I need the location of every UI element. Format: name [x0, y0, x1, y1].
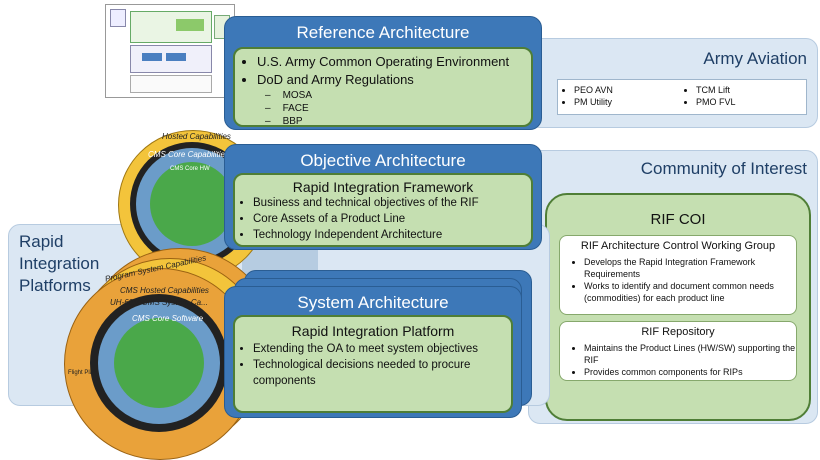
army-aviation-title: Army Aviation — [703, 49, 807, 68]
rif-coi-box: RIF COI RIF Architecture Control Working… — [545, 193, 811, 421]
objective-architecture-list: Business and technical objectives of the… — [235, 195, 531, 243]
rip-title-line: Integration — [19, 254, 100, 273]
system-architecture-item: Technological decisions needed to procur… — [253, 357, 511, 389]
system-architecture-title: System Architecture — [297, 293, 449, 312]
rif-repository-box: RIF Repository Maintains the Product Lin… — [559, 321, 797, 381]
system-architecture-subtitle: Rapid Integration Platform — [291, 323, 455, 339]
rip-title-line: Platforms — [19, 276, 91, 295]
working-group-box: RIF Architecture Control Working Group D… — [559, 235, 797, 315]
reference-architecture-subitem: FACE — [265, 102, 531, 115]
ring-inner — [114, 318, 204, 408]
community-of-interest-title: Community of Interest — [640, 159, 807, 178]
rif-repository-title: RIF Repository — [641, 326, 715, 338]
thumbnail-block — [166, 53, 186, 61]
army-aviation-item: PMO FVL — [696, 96, 806, 108]
system-architecture-list: Extending the OA to meet system objectiv… — [235, 341, 511, 389]
rif-repository-item: Provides common components for RIPs — [584, 366, 804, 378]
rapid-integration-platforms-title: Rapid Integration Platforms — [19, 231, 99, 297]
reference-architecture-subitem: BBP — [265, 115, 531, 128]
objective-architecture-box: Objective Architecture Rapid Integration… — [224, 144, 542, 250]
thumbnail-block — [130, 75, 212, 93]
system-architecture-box: System Architecture Rapid Integration Pl… — [224, 286, 522, 418]
community-of-interest-panel: Community of Interest RIF COI RIF Archit… — [528, 150, 818, 424]
rif-coi-title: RIF COI — [650, 211, 706, 228]
platform-rings: Program System Capabilities CMS Hosted C… — [50, 240, 276, 460]
reference-architecture-sublist: MOSA FACE BBP — [235, 89, 531, 128]
rif-repository-item: Maintains the Product Lines (HW/SW) supp… — [584, 342, 804, 366]
ring-label: Flight Plan — [68, 370, 97, 376]
system-architecture-content: Rapid Integration Platform Extending the… — [233, 315, 513, 413]
working-group-item: Works to identify and document common ne… — [584, 280, 804, 304]
army-aviation-list-box: PEO AVN TCM Lift PM Utility PMO FVL — [557, 79, 807, 115]
objective-architecture-content: Rapid Integration Framework Business and… — [233, 173, 533, 247]
ring-label: CMS Core Capabilities — [148, 150, 229, 159]
objective-architecture-subtitle: Rapid Integration Framework — [292, 179, 474, 195]
objective-architecture-title: Objective Architecture — [300, 151, 466, 170]
reference-diagram-thumbnail — [105, 4, 235, 98]
thumbnail-block — [176, 19, 204, 31]
thumbnail-block — [142, 53, 162, 61]
reference-architecture-box: Reference Architecture U.S. Army Common … — [224, 16, 542, 130]
ring-label: Hosted Capabilities — [162, 132, 231, 141]
army-aviation-item: TCM Lift — [696, 84, 806, 96]
army-aviation-list: PEO AVN TCM Lift PM Utility PMO FVL — [558, 84, 806, 108]
reference-architecture-list: U.S. Army Common Operating Environment D… — [235, 53, 531, 89]
reference-architecture-item: U.S. Army Common Operating Environment — [257, 53, 531, 71]
objective-architecture-item: Technology Independent Architecture — [253, 227, 531, 243]
ring-label: UH-60M CMS System Ca... — [110, 298, 208, 307]
objective-architecture-item: Business and technical objectives of the… — [253, 195, 531, 211]
ring-inner — [150, 162, 234, 246]
army-aviation-item: PEO AVN — [574, 84, 684, 96]
ring-label: CMS Hosted Capabilities — [120, 286, 209, 295]
reference-architecture-content: U.S. Army Common Operating Environment D… — [233, 47, 533, 127]
ring-label: CMS Core HW — [170, 166, 210, 172]
rip-title-line: Rapid — [19, 232, 64, 251]
reference-architecture-title: Reference Architecture — [296, 23, 470, 42]
system-architecture-item: Extending the OA to meet system objectiv… — [253, 341, 511, 357]
army-aviation-panel: Army Aviation PEO AVN TCM Lift PM Utilit… — [528, 38, 818, 128]
ring-label: CMS Core Software — [132, 314, 204, 323]
working-group-list: Develops the Rapid Integration Framework… — [566, 256, 804, 304]
army-aviation-item: PM Utility — [574, 96, 684, 108]
working-group-item: Develops the Rapid Integration Framework… — [584, 256, 804, 280]
reference-architecture-item: DoD and Army Regulations — [257, 71, 531, 89]
working-group-title: RIF Architecture Control Working Group — [580, 240, 776, 252]
objective-architecture-item: Core Assets of a Product Line — [253, 211, 531, 227]
rif-repository-list: Maintains the Product Lines (HW/SW) supp… — [566, 342, 804, 378]
thumbnail-block — [110, 9, 126, 27]
reference-architecture-subitem: MOSA — [265, 89, 531, 102]
